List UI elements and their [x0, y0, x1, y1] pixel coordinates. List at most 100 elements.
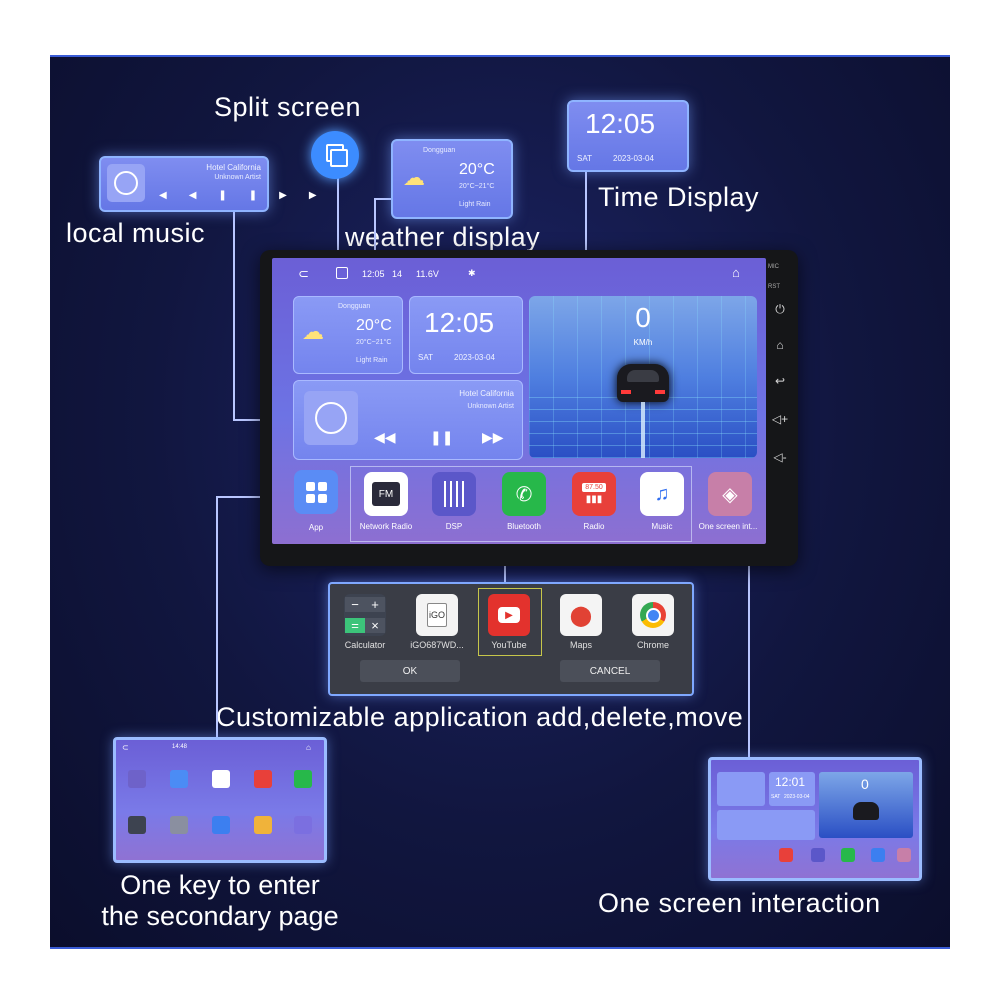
- speed-unit: KM/h: [633, 338, 653, 347]
- home-icon[interactable]: ⌂: [732, 265, 740, 280]
- pause-button[interactable]: ❚❚: [430, 429, 454, 445]
- radio-label: Radio: [583, 522, 605, 531]
- split-icon[interactable]: [336, 267, 348, 279]
- volume-down-icon[interactable]: ◁-: [773, 450, 787, 464]
- weather-cloud-icon: ☁: [403, 165, 425, 190]
- music-icon[interactable]: ♫: [640, 472, 684, 516]
- thumb-speed-tile: 0: [819, 772, 913, 838]
- connector-app-h: [216, 496, 296, 498]
- caption-time-display: Time Display: [598, 182, 760, 212]
- connector-app: [216, 496, 218, 738]
- chrome-icon[interactable]: [632, 594, 674, 636]
- connector-weather: [374, 198, 376, 298]
- weather-callout-range: 20°C~21°C: [459, 183, 495, 190]
- thumb-app-2: [170, 770, 188, 788]
- caption-one-key-line1: One key to enter: [120, 870, 320, 900]
- app-drawer-button[interactable]: [293, 470, 339, 516]
- thumb-app-9: [254, 816, 272, 834]
- radio-icon[interactable]: 87.50 ▮▮▮: [572, 472, 616, 516]
- weather-temp: 20°C: [356, 317, 392, 334]
- thumb-app-6: [128, 816, 146, 834]
- thumb-weather-tile: [717, 772, 765, 806]
- prev-button[interactable]: ◀◀: [374, 429, 396, 445]
- music-callout-title: Hotel California: [206, 163, 261, 172]
- time-callout-day: SAT: [577, 154, 592, 163]
- thumb-app-3: [212, 770, 230, 788]
- ok-button[interactable]: OK: [360, 660, 460, 682]
- weather-icon: ☁: [302, 319, 324, 344]
- connector-onescreen: [748, 540, 750, 758]
- network-radio-icon[interactable]: FM: [364, 472, 408, 516]
- thumb-left-back-icon: ⊂: [122, 743, 129, 752]
- chrome-label: Chrome: [636, 640, 669, 650]
- speed-tile[interactable]: 0 KM/h: [529, 296, 757, 458]
- weather-callout-city: Dongguan: [423, 147, 456, 154]
- bluetooth-icon: ✱: [468, 268, 476, 278]
- maps-icon[interactable]: ⬤: [560, 594, 602, 636]
- igo-icon[interactable]: iGO: [416, 594, 458, 636]
- split-screen-icon[interactable]: [311, 131, 359, 179]
- secondary-page-thumbnail: ⊂ 14:48 ⌂: [113, 737, 327, 863]
- caption-customizable: Customizable application add,delete,move: [216, 702, 744, 732]
- status-time: 12:05: [362, 269, 385, 279]
- status-voltage: 11.6V: [416, 269, 439, 279]
- one-screen-icon[interactable]: ◈: [708, 472, 752, 516]
- bluetooth-phone-icon[interactable]: ✆: [502, 472, 546, 516]
- thumb-right-time: 12:01: [775, 775, 806, 789]
- weather-tile[interactable]: Dongguan ☁ 20°C 20°C~21°C Light Rain: [293, 296, 403, 374]
- youtube-selected-frame: [478, 588, 542, 656]
- youtube-icon[interactable]: ▶: [488, 594, 530, 636]
- back-hw-icon[interactable]: ↩: [774, 374, 786, 388]
- thumb-right-speed: 0: [861, 776, 869, 792]
- thumb-dock-4: [871, 848, 885, 862]
- maps-label: Maps: [569, 640, 592, 650]
- thumb-dock-3: [841, 848, 855, 862]
- thumb-dock-1: [779, 848, 793, 862]
- thumb-app-10: [294, 816, 312, 834]
- calculator-label: Calculator: [344, 640, 386, 650]
- weather-range: 20°C~21°C: [356, 339, 392, 346]
- caption-one-key: One key to enter the secondary page: [70, 870, 370, 932]
- thumb-app-4: [254, 770, 272, 788]
- clock-time: 12:05: [424, 307, 495, 338]
- power-icon[interactable]: ⏻: [775, 302, 785, 316]
- music-tile[interactable]: Hotel California Unknown Artist ◀◀ ❚❚ ▶▶: [293, 380, 523, 460]
- clock-day: SAT: [418, 353, 433, 362]
- network-radio-label: Network Radio: [359, 522, 413, 531]
- caption-one-key-line2: the secondary page: [101, 901, 339, 931]
- head-unit-screen: ⊂ 12:05 14 11.6V ✱ ⌂ Dongguan ☁ 20°C 20°…: [272, 258, 766, 544]
- thumb-clock-tile: 12:01 2023-03-04 SAT: [769, 772, 815, 806]
- bluetooth-label: Bluetooth: [507, 522, 541, 531]
- dsp-label: DSP: [445, 522, 463, 531]
- thumb-app-5: [294, 770, 312, 788]
- cancel-button[interactable]: CANCEL: [560, 660, 660, 682]
- time-callout-card: 12:05 2023-03-04 SAT: [567, 100, 689, 172]
- volume-up-icon[interactable]: ◁+: [771, 412, 789, 426]
- music-callout-artist: Unknown Artist: [214, 174, 261, 181]
- home-hw-icon[interactable]: ⌂: [776, 338, 784, 352]
- dsp-icon[interactable]: [432, 472, 476, 516]
- thumb-app-1: [128, 770, 146, 788]
- back-icon[interactable]: ⊂: [298, 266, 309, 281]
- music-label: Music: [651, 522, 673, 531]
- caption-weather-display: weather display: [345, 222, 541, 252]
- music-artist: Unknown Artist: [467, 403, 514, 410]
- thumb-left-home-icon: ⌂: [306, 743, 311, 752]
- connector-music: [233, 205, 235, 420]
- clock-date: 2023-03-04: [454, 353, 495, 362]
- next-button[interactable]: ▶▶: [482, 429, 504, 445]
- radio-freq: 87.50: [582, 483, 606, 492]
- music-disc-icon: [304, 391, 358, 445]
- one-screen-thumbnail: 12:01 2023-03-04 SAT 0: [708, 757, 922, 881]
- connector-time: [585, 170, 587, 294]
- music-callout-controls: ◀◀❚❚▶▶: [159, 190, 339, 201]
- one-screen-label: One screen int...: [698, 522, 758, 531]
- thumb-right-day: SAT: [771, 794, 781, 800]
- music-disc-icon: [107, 164, 145, 202]
- clock-tile[interactable]: 12:05 2023-03-04 SAT: [409, 296, 523, 374]
- calculator-icon[interactable]: −+ =×: [344, 594, 386, 636]
- music-title: Hotel California: [459, 389, 514, 398]
- weather-callout-temp: 20°C: [459, 161, 495, 178]
- thumb-left-time: 14:48: [172, 744, 188, 750]
- thumb-dock-5: [897, 848, 911, 862]
